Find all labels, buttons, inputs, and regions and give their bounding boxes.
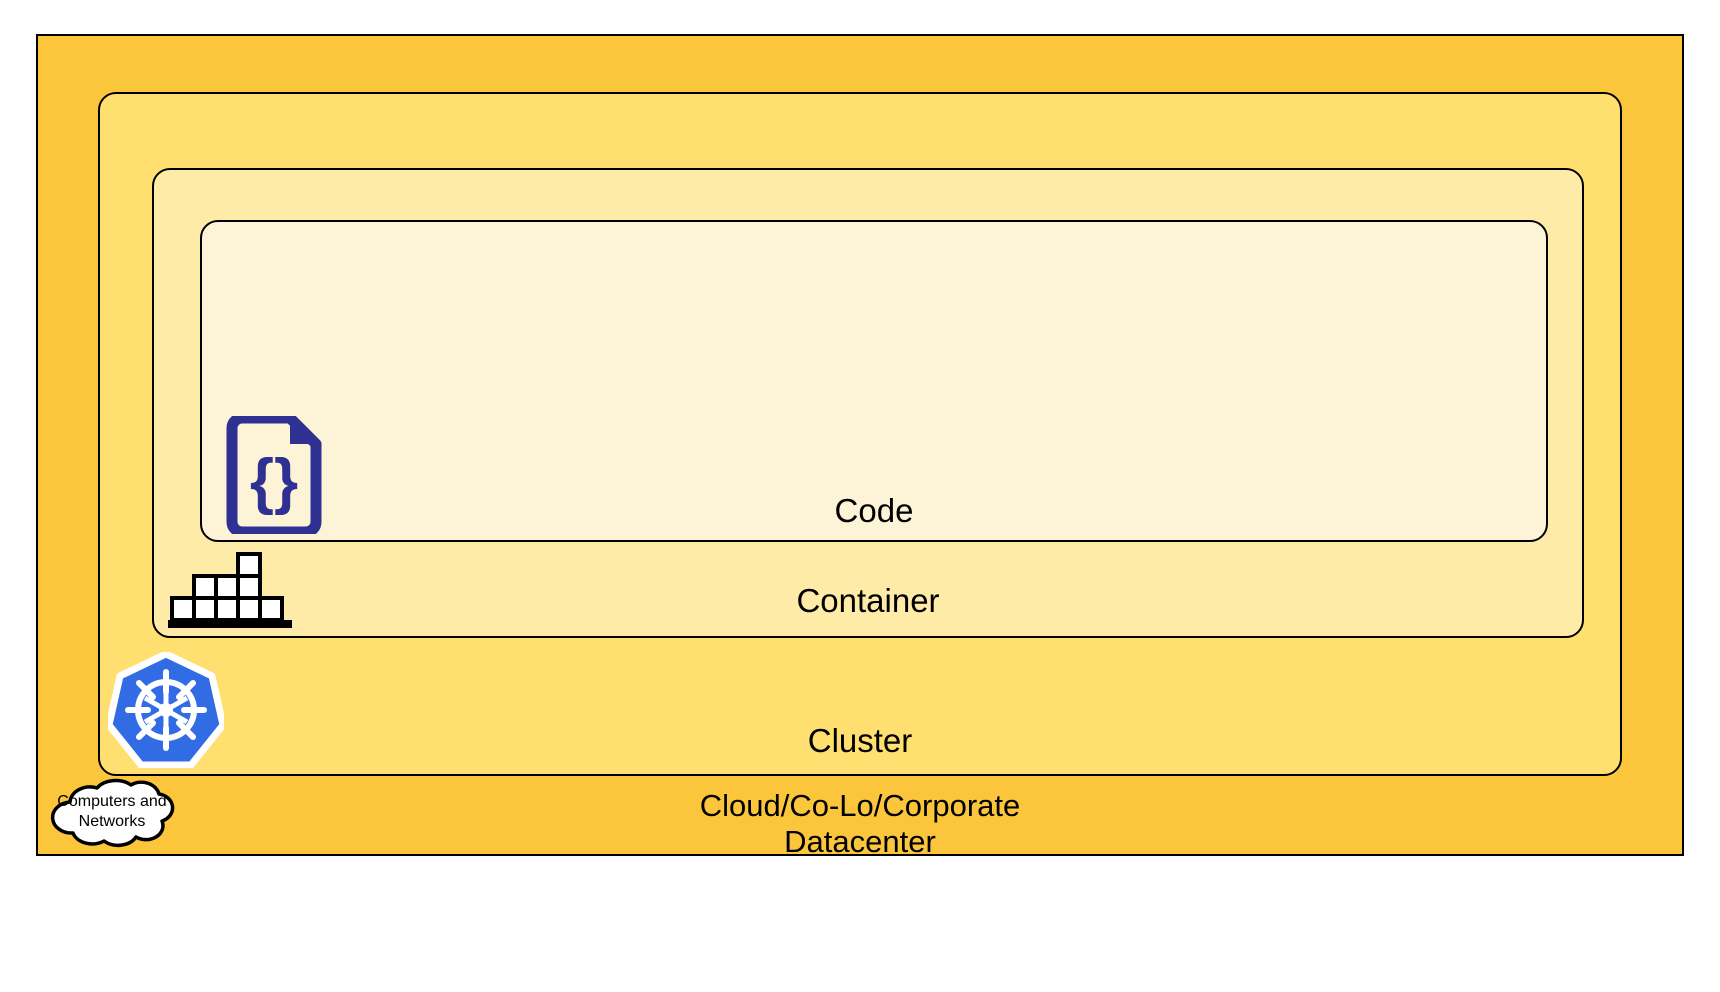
layer-code	[200, 220, 1548, 542]
label-code: Code	[834, 492, 914, 529]
computers-and-networks-cloud	[38, 772, 186, 864]
json-document-icon: {}	[222, 412, 326, 538]
label-cluster: Cluster	[807, 722, 913, 759]
kubernetes-helm-icon	[105, 650, 227, 769]
label-datacenter: Cloud/Co-Lo/Corporate Datacenter	[699, 788, 1021, 859]
cloud-callout-label: Computers and Networks	[57, 793, 167, 830]
svg-text:{}: {}	[250, 447, 298, 516]
label-container: Container	[796, 582, 940, 619]
stacked-boxes-icon	[168, 552, 292, 628]
